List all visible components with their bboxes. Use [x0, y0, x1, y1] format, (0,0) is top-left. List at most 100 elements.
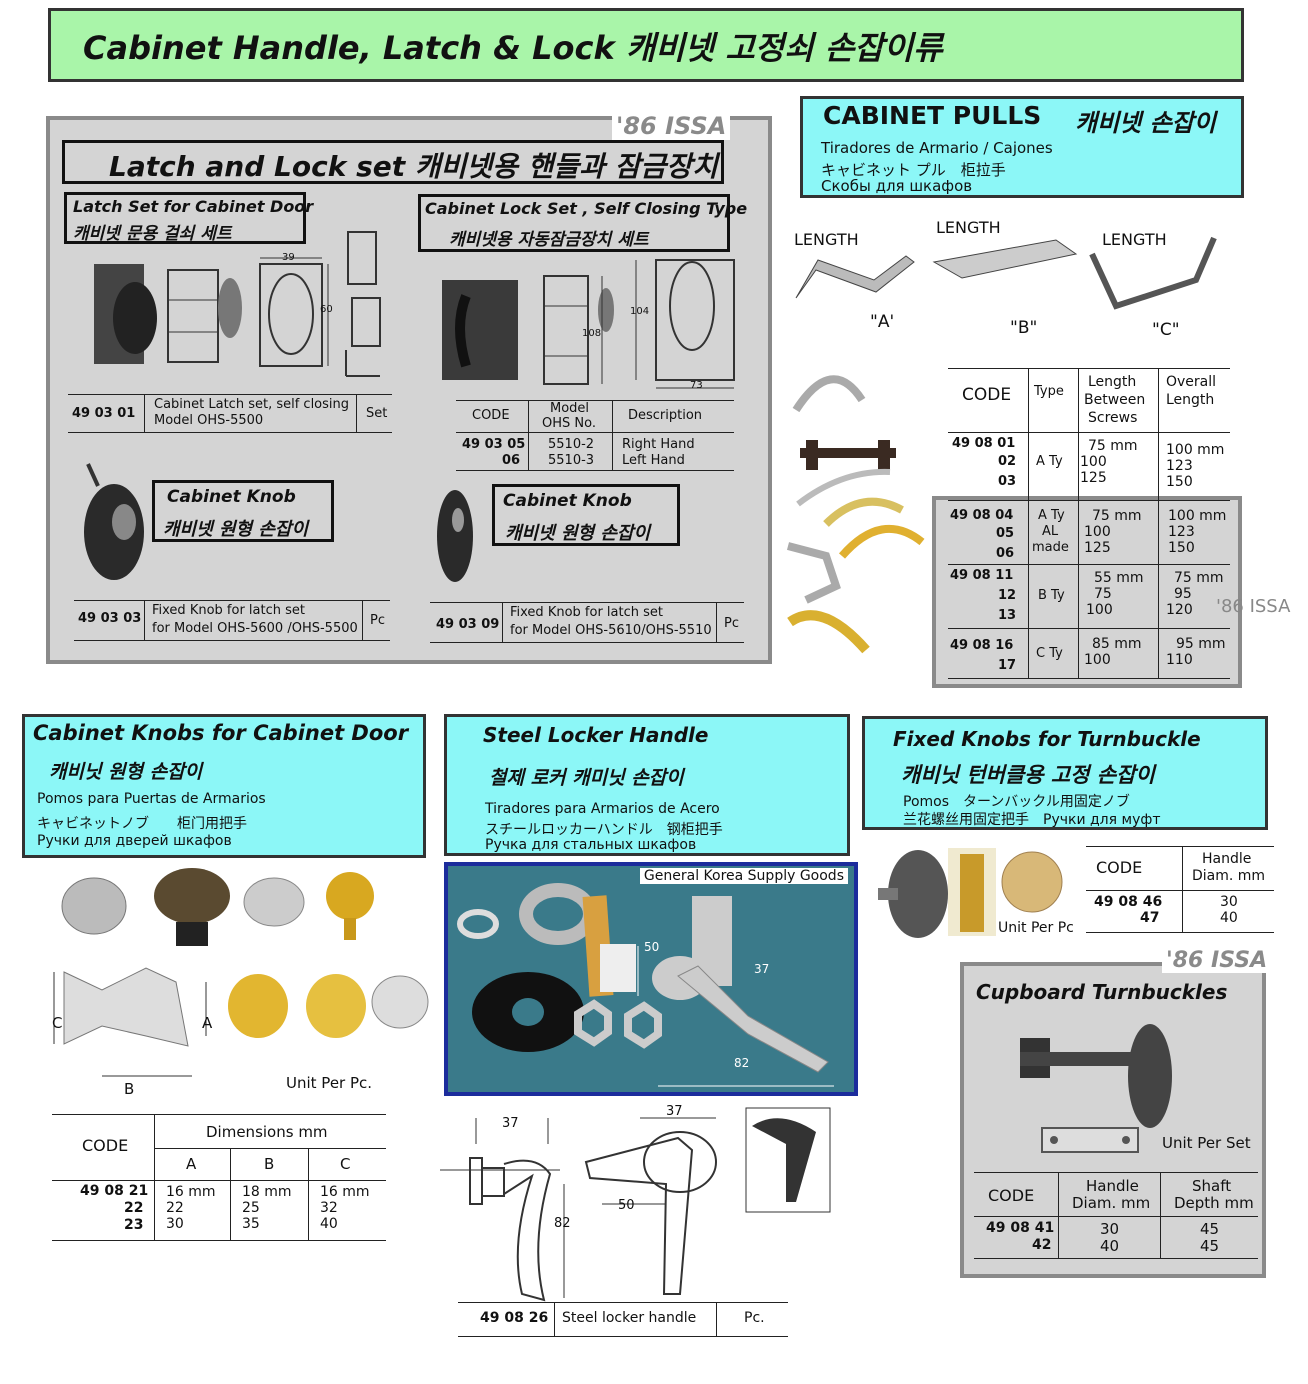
door-dim-c: C [52, 1014, 63, 1032]
cupboard-th-depth: Depth mm [1174, 1194, 1254, 1212]
door-th-code: CODE [82, 1136, 129, 1155]
rule [948, 432, 1230, 433]
turnbuckle-th-code: CODE [1096, 858, 1143, 877]
issa-mark-pulls: '86 ISSA [1216, 596, 1291, 617]
pull-label-c: "C" [1152, 320, 1180, 340]
turnbuckle-diam: 40 [1220, 910, 1238, 926]
cupboard-turnbuckle-drawing [1020, 1024, 1172, 1153]
lock-dim-104: 104 [630, 306, 650, 317]
pull-type: A Ty [1038, 508, 1065, 523]
pulls-title-ko: 캐비넷 손잡이 [1075, 109, 1216, 137]
rule [362, 600, 363, 640]
rule [74, 640, 390, 641]
latch-dim-60: 60 [320, 304, 333, 315]
latch-set-drawing [94, 231, 381, 377]
rule [948, 564, 1230, 565]
rule [458, 1302, 788, 1303]
knob-left-ko: 캐비넷 원형 손잡이 [163, 519, 309, 540]
door-unit: Unit Per Pc. [286, 1074, 373, 1092]
turnbuckle-es-jp: Pomos ターンバックル用固定ノブ [903, 794, 1130, 810]
lock-th-model: Model [550, 401, 590, 416]
door-knob-photos [53, 868, 429, 1077]
turnbuckle-th-diam: Diam. mm [1192, 868, 1266, 884]
page-title: Cabinet Handle, Latch & Lock 캐비넷 고정쇠 손잡이… [83, 29, 943, 67]
locker-title-ko: 철제 로커 캐미닛 손잡이 [489, 767, 684, 789]
rule [948, 628, 1230, 629]
rule [1158, 368, 1159, 678]
rule [458, 1336, 788, 1337]
latch-set-box: Latch Set for Cabinet Door 캐비넷 문용 걸쇠 세트 [64, 192, 313, 244]
rule [68, 394, 392, 395]
door-th-a: A [186, 1155, 197, 1173]
photo-dim-37: 37 [754, 962, 770, 976]
door-code: 22 [124, 1200, 144, 1216]
rule [1086, 846, 1274, 847]
door-dim-b: B [124, 1080, 135, 1098]
pull-type: B Ty [1038, 588, 1065, 603]
door-a: 22 [166, 1200, 184, 1216]
pull-code: 49 08 16 [950, 638, 1014, 653]
cupboard-diam: 40 [1100, 1237, 1120, 1255]
knobs-door-es: Pomos para Puertas de Armarios [37, 791, 266, 807]
rule [1078, 368, 1079, 678]
lock-desc-2: Left Hand [622, 453, 685, 468]
knob-right-ko: 캐비넷 원형 손잡이 [505, 523, 651, 544]
pull-type: made [1032, 540, 1069, 555]
lock-desc-1: Right Hand [622, 437, 695, 452]
pulls-header-box: CABINET PULLS 캐비넷 손잡이 Tiradores de Armar… [800, 96, 1244, 198]
rule [230, 1148, 231, 1240]
pull-code: 02 [998, 454, 1017, 469]
pulls-title-en: CABINET PULLS [823, 101, 1042, 130]
desc-490301-1: Cabinet Latch set, self closing [154, 397, 350, 412]
pull-overall: 150 [1166, 474, 1193, 490]
photo-dim-82: 82 [734, 1056, 750, 1070]
rule [68, 432, 392, 433]
desc-490303-2: for Model OHS-5600 /OHS-5500 [152, 621, 358, 636]
rule [528, 400, 529, 470]
rule [974, 1216, 1258, 1217]
pull-overall: 110 [1166, 652, 1193, 668]
lock-model-2: 5510-3 [548, 453, 595, 468]
cupboard-th-handle: Handle [1086, 1177, 1139, 1195]
length-label-a: LENGTH [794, 230, 859, 249]
latch-lock-heading: Latch and Lock set 캐비넷용 핸들과 잠금장치 [109, 150, 718, 183]
turnbuckle-unit: Unit Per Pc [998, 920, 1074, 936]
knob-right-box: Cabinet Knob 캐비넷 원형 손잡이 [492, 484, 680, 546]
pulls-th-code: CODE [962, 385, 1012, 405]
code-490826: 49 08 26 [480, 1310, 549, 1326]
pulls-ru: Скобы для шкафов [821, 177, 973, 195]
pull-overall: 123 [1166, 458, 1193, 474]
knob-right-drawing [437, 490, 473, 582]
knobs-door-header: Cabinet Knobs for Cabinet Door 캐비닛 원형 손잡… [22, 714, 426, 858]
rule [456, 400, 734, 401]
lock-th-code: CODE [472, 408, 510, 423]
pulls-th-overall: Overall [1166, 374, 1217, 390]
knob-left-box: Cabinet Knob 캐비넷 원형 손잡이 [152, 480, 334, 542]
rule [716, 602, 717, 642]
door-th-c: C [340, 1155, 351, 1173]
turnbuckle-code: 47 [1140, 910, 1160, 926]
lock-th-desc: Description [628, 408, 703, 423]
door-code: 49 08 21 [80, 1183, 149, 1199]
rule [948, 368, 1230, 369]
lock-model-1: 5510-2 [548, 437, 595, 452]
cupboard-depth: 45 [1200, 1220, 1220, 1238]
door-b: 35 [242, 1216, 260, 1232]
cupboard-unit: Unit Per Set [1162, 1134, 1251, 1152]
pulls-th-type: Type [1034, 384, 1064, 399]
pull-photos [786, 375, 925, 654]
locker-photo-parts [457, 883, 834, 1087]
desc-490309-2: for Model OHS-5610/OHS-5510 [510, 623, 712, 638]
pull-code: 49 08 04 [950, 508, 1014, 523]
pulls-gray-frame [932, 496, 1242, 688]
lock-dim-108: 108 [582, 328, 602, 339]
draw-dim-37-left: 37 [502, 1116, 519, 1131]
photo-dim-50: 50 [644, 940, 660, 954]
rule [144, 394, 145, 432]
latch-set-ko: 캐비넷 문용 걸쇠 세트 [73, 224, 232, 244]
pull-between: 55 mm [1094, 570, 1144, 586]
cupboard-code: 42 [1032, 1237, 1052, 1253]
door-c: 16 mm [320, 1184, 370, 1200]
rule [948, 678, 1230, 679]
cupboard-depth: 45 [1200, 1237, 1220, 1255]
